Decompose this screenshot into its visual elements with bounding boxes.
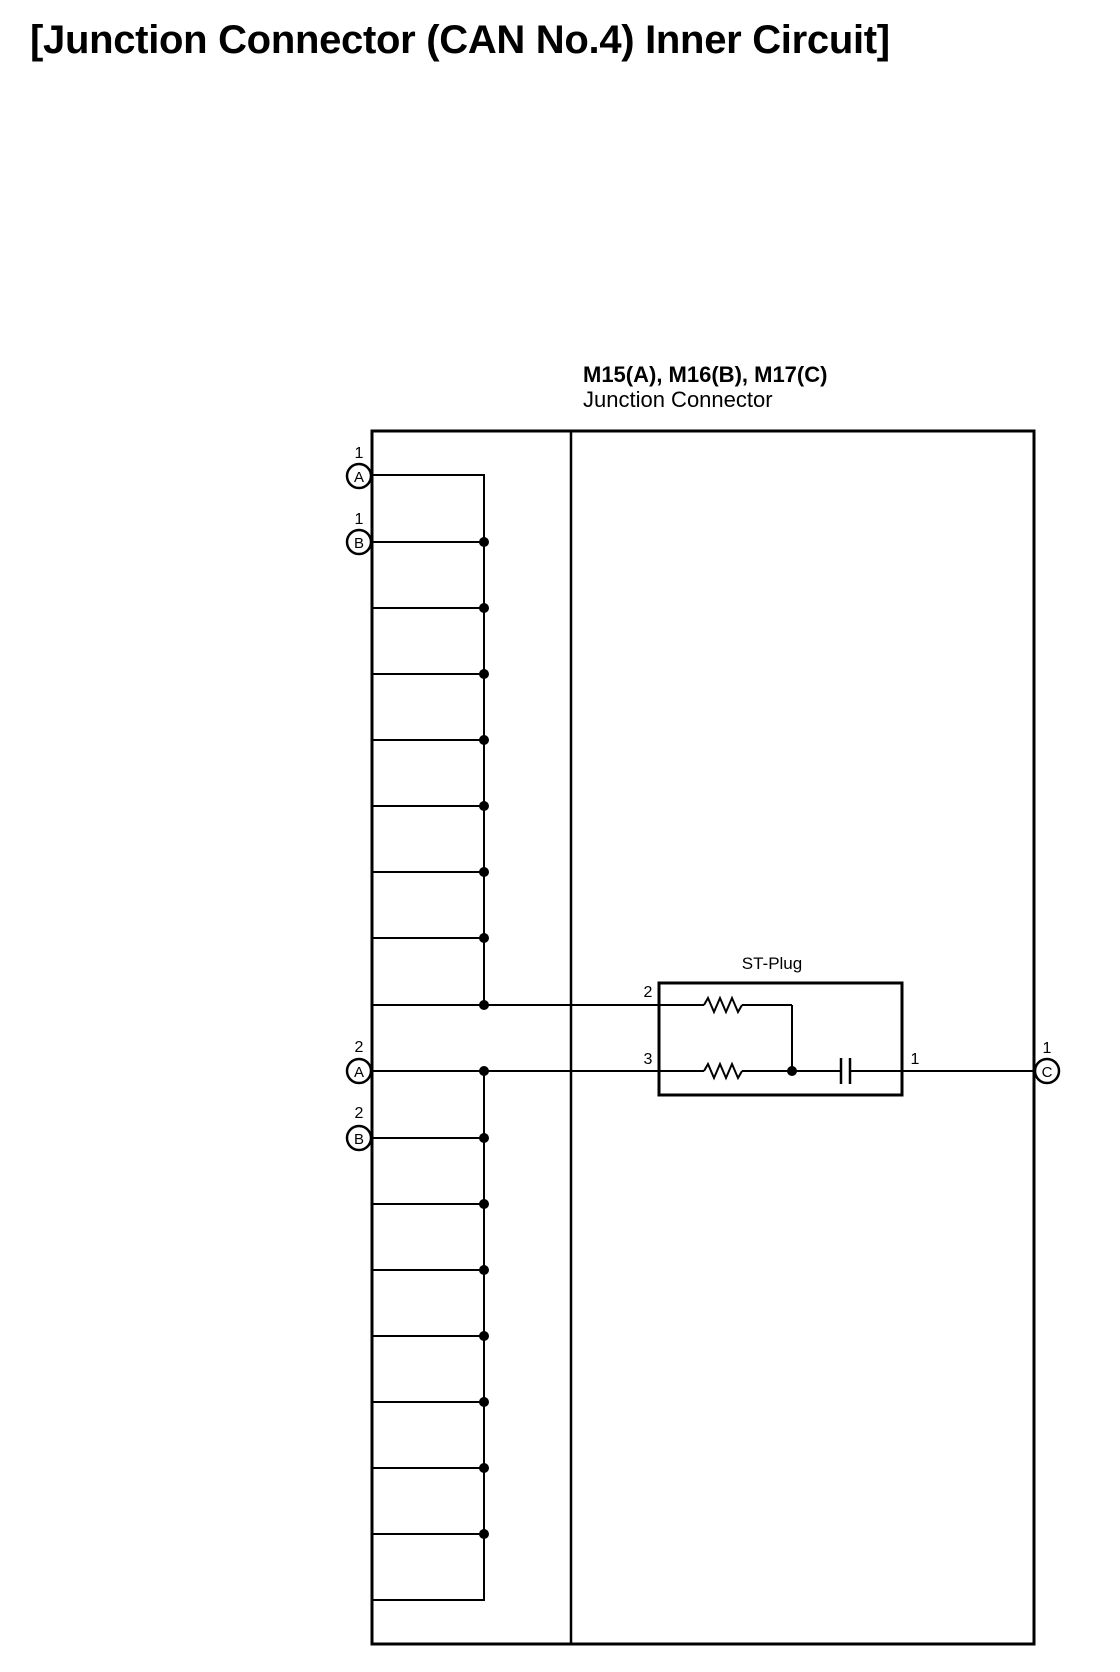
st-plug: ST-Plug 2 3 1 <box>644 954 920 1097</box>
terminal-b1: B 1 <box>345 511 373 556</box>
connector-name: Junction Connector <box>583 387 773 412</box>
junction-dot <box>479 603 489 613</box>
junction-dot <box>479 933 489 943</box>
svg-text:C: C <box>1042 1064 1053 1081</box>
st-plug-junction-dot <box>787 1066 797 1076</box>
junction-dot <box>479 801 489 811</box>
svg-text:2: 2 <box>355 1105 364 1122</box>
st-plug-label: ST-Plug <box>742 954 802 973</box>
resistor-bottom <box>703 1061 743 1081</box>
junction-dot <box>479 1265 489 1275</box>
page-title: [Junction Connector (CAN No.4) Inner Cir… <box>30 18 890 62</box>
junction-dot <box>479 1066 489 1076</box>
svg-text:1: 1 <box>1043 1040 1052 1057</box>
junction-dot <box>479 1133 489 1143</box>
terminal-a1: A 1 <box>345 445 373 490</box>
svg-text:1: 1 <box>355 445 364 462</box>
junction-dot <box>479 1000 489 1010</box>
svg-text:2: 2 <box>355 1039 364 1056</box>
connector-outline <box>370 429 1036 1646</box>
svg-text:A: A <box>354 1064 364 1081</box>
svg-text:B: B <box>354 535 364 552</box>
svg-text:A: A <box>354 469 364 486</box>
junction-dot <box>479 1199 489 1209</box>
junction-dot <box>479 735 489 745</box>
connector-ids: M15(A), M16(B), M17(C) <box>583 362 828 387</box>
junction-dot <box>479 1331 489 1341</box>
svg-text:B: B <box>354 1131 364 1148</box>
st-plug-pin-1: 1 <box>911 1051 920 1068</box>
junction-dot <box>479 867 489 877</box>
svg-text:1: 1 <box>355 511 364 528</box>
junction-dot <box>479 1529 489 1539</box>
terminal-b2: B 2 <box>345 1105 373 1152</box>
junction-dot <box>479 1397 489 1407</box>
resistor-top <box>703 995 743 1015</box>
st-plug-pin-2: 2 <box>644 984 653 1001</box>
terminal-c1: C 1 <box>902 1040 1061 1085</box>
junction-dot <box>479 669 489 679</box>
junction-dot <box>479 1463 489 1473</box>
terminal-a2: A 2 <box>345 1039 373 1085</box>
junction-dot <box>479 537 489 547</box>
st-plug-pin-3: 3 <box>644 1051 653 1068</box>
